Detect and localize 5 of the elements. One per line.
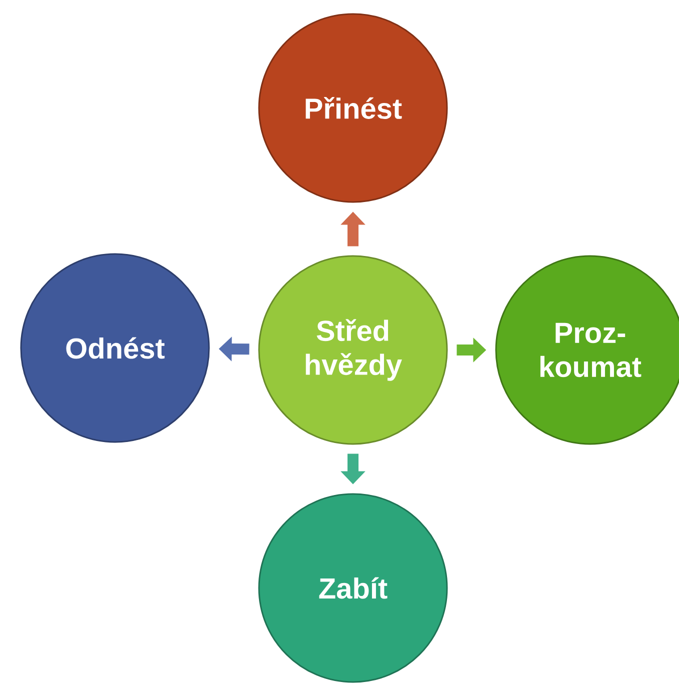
circle-node: Střed hvězdy bbox=[258, 255, 448, 445]
circle-node: Proz- koumat bbox=[495, 255, 679, 445]
circle-node: Přinést bbox=[258, 13, 448, 203]
circle-node: Odnést bbox=[20, 253, 210, 443]
circle-node: Zabít bbox=[258, 493, 448, 683]
